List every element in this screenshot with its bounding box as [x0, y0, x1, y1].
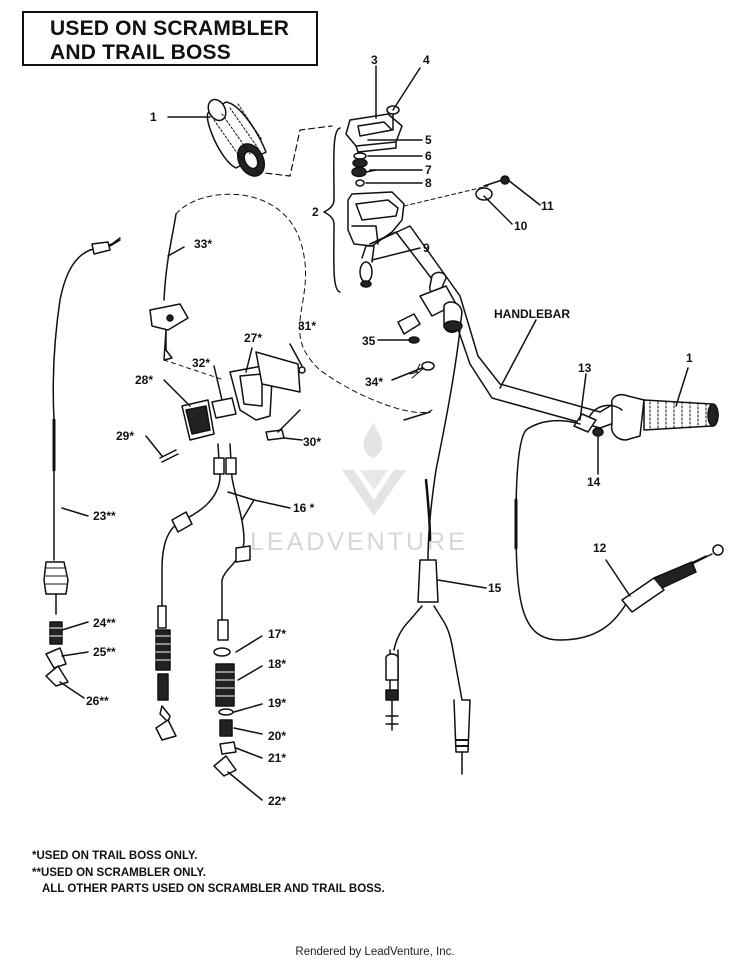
callout-27: 27*	[244, 331, 262, 345]
callout-8: 8	[425, 176, 432, 190]
callout-35: 35	[362, 334, 376, 348]
callout-28: 28*	[135, 373, 153, 387]
title-line-2: AND TRAIL BOSS	[50, 41, 231, 64]
callout-7: 7	[425, 163, 432, 177]
callout-21: 21*	[268, 751, 286, 765]
callout-26: 26**	[86, 694, 109, 708]
callout-20: 20*	[268, 729, 286, 743]
throttle-control-housing	[347, 191, 405, 288]
callout-16: 16 *	[293, 501, 315, 515]
callout-9: 9	[423, 241, 430, 255]
callout-1-right: 1	[686, 351, 693, 365]
handlebar-tube	[369, 225, 629, 429]
callout-32: 32*	[192, 356, 210, 370]
callout-17: 17*	[268, 627, 286, 641]
callout-25: 25**	[93, 645, 116, 659]
callout-15: 15	[488, 581, 502, 595]
callout-19: 19*	[268, 696, 286, 710]
callout-5: 5	[425, 133, 432, 147]
handlebar-label: HANDLEBAR	[494, 307, 570, 321]
callout-24: 24**	[93, 616, 116, 630]
callout-2: 2	[312, 205, 319, 219]
callout-33: 33*	[194, 237, 212, 251]
callout-11: 11	[541, 199, 554, 213]
leadventure-watermark-logo	[342, 422, 406, 516]
callout-13: 13	[578, 361, 592, 375]
grip-right	[573, 393, 719, 441]
callout-4: 4	[423, 53, 430, 67]
callout-22: 22*	[268, 794, 286, 808]
callout-30: 30*	[303, 435, 321, 449]
callout-31: 31*	[298, 319, 316, 333]
callout-6: 6	[425, 149, 432, 163]
callout-10: 10	[514, 219, 528, 233]
note-all-other-parts: ALL OTHER PARTS USED ON SCRAMBLER AND TR…	[42, 883, 385, 895]
diagram-title-box: USED ON SCRAMBLER AND TRAIL BOSS	[22, 11, 318, 66]
grip-left	[206, 98, 267, 177]
note-trail-boss-only: *USED ON TRAIL BOSS ONLY.	[32, 850, 198, 862]
callout-12: 12	[593, 541, 607, 555]
render-credit: Rendered by LeadVenture, Inc.	[295, 946, 455, 958]
callout-3: 3	[371, 53, 378, 67]
control-top-cover	[345, 113, 403, 153]
callout-14: 14	[587, 475, 601, 489]
note-scrambler-only: **USED ON SCRAMBLER ONLY.	[32, 866, 207, 879]
callout-1-left: 1	[150, 110, 157, 124]
callout-34: 34*	[365, 375, 383, 389]
title-line-1: USED ON SCRAMBLER	[50, 17, 290, 40]
callout-23: 23**	[93, 509, 116, 523]
callout-29: 29*	[116, 429, 134, 443]
callout-18: 18*	[268, 657, 286, 671]
footnotes: *USED ON TRAIL BOSS ONLY. **USED ON SCRA…	[32, 848, 385, 898]
